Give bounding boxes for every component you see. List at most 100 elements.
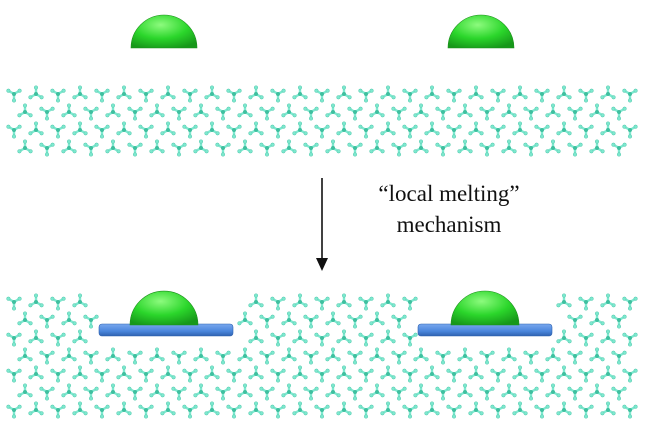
lattice-unit <box>589 347 605 362</box>
lattice-unit <box>369 383 385 398</box>
lattice-unit <box>39 106 55 121</box>
lattice-unit <box>325 311 341 326</box>
lattice-unit <box>314 404 330 419</box>
lattice-unit <box>501 103 517 118</box>
lattice-unit <box>270 296 286 311</box>
lattice-unit <box>391 386 407 401</box>
lattice-unit <box>259 142 275 157</box>
lattice-unit <box>446 124 462 139</box>
lattice-unit <box>545 383 561 398</box>
lattice-unit <box>6 88 22 103</box>
lattice-unit <box>28 365 44 380</box>
lattice-unit <box>622 296 638 311</box>
lattice-unit <box>270 88 286 103</box>
lattice-unit <box>556 401 572 416</box>
lattice-unit <box>347 106 363 121</box>
lattice-unit <box>138 404 154 419</box>
lattice-unit <box>446 404 462 419</box>
lattice-unit <box>468 365 484 380</box>
lattice-unit <box>611 314 627 329</box>
lattice-unit <box>281 311 297 326</box>
blue-disc-icon <box>417 323 553 337</box>
lattice-unit <box>600 365 616 380</box>
lattice-unit <box>534 368 550 383</box>
lattice-unit <box>336 401 352 416</box>
lattice-unit <box>380 293 396 308</box>
lattice-unit <box>325 347 341 362</box>
lattice-unit <box>28 329 44 344</box>
nanoparticle-right-after <box>450 290 520 326</box>
lattice-unit <box>446 368 462 383</box>
lattice-unit <box>171 106 187 121</box>
lattice-unit <box>215 350 231 365</box>
lattice-unit <box>468 401 484 416</box>
lattice-unit <box>468 121 484 136</box>
lattice-unit <box>512 121 528 136</box>
lattice-unit <box>556 329 572 344</box>
lattice-unit <box>226 404 242 419</box>
lattice-unit <box>534 124 550 139</box>
lattice-unit <box>6 124 22 139</box>
lattice-unit <box>556 85 572 100</box>
lattice-unit <box>523 386 539 401</box>
lattice-unit <box>413 139 429 154</box>
lattice-unit <box>248 85 264 100</box>
lattice-unit <box>6 368 22 383</box>
lattice-unit <box>622 404 638 419</box>
lattice-unit <box>501 347 517 362</box>
lattice-unit <box>556 365 572 380</box>
lattice-unit <box>545 347 561 362</box>
lattice-unit <box>292 293 308 308</box>
lattice-unit <box>545 139 561 154</box>
lattice-unit <box>61 347 77 362</box>
lattice-unit <box>567 142 583 157</box>
lattice-unit <box>94 404 110 419</box>
lattice-unit <box>380 85 396 100</box>
lattice-unit <box>501 139 517 154</box>
lattice-unit <box>149 139 165 154</box>
lattice-unit <box>50 332 66 347</box>
lattice-unit <box>347 314 363 329</box>
lattice-unit <box>182 404 198 419</box>
lattice-unit <box>259 350 275 365</box>
lattice-unit <box>567 314 583 329</box>
lattice-unit <box>468 85 484 100</box>
lattice-unit <box>402 88 418 103</box>
lattice-unit <box>248 401 264 416</box>
lattice-unit <box>28 293 44 308</box>
lattice-unit <box>578 124 594 139</box>
lattice-unit <box>248 293 264 308</box>
lattice-unit <box>28 401 44 416</box>
lattice-unit <box>578 404 594 419</box>
lattice-unit <box>171 142 187 157</box>
lattice-unit <box>325 139 341 154</box>
lattice-unit <box>611 386 627 401</box>
lattice-unit <box>622 332 638 347</box>
lattice-unit <box>358 332 374 347</box>
lattice-unit <box>358 88 374 103</box>
lattice-unit <box>369 139 385 154</box>
lattice-unit <box>105 103 121 118</box>
lattice-unit <box>512 401 528 416</box>
lattice-unit <box>94 368 110 383</box>
lattice-unit <box>402 404 418 419</box>
lattice-unit <box>116 365 132 380</box>
lattice-unit <box>611 142 627 157</box>
lattice-unit <box>314 332 330 347</box>
substrate-lattice-before <box>6 85 638 157</box>
lattice-unit <box>314 368 330 383</box>
lattice-unit <box>281 347 297 362</box>
lattice-unit <box>424 85 440 100</box>
lattice-unit <box>622 368 638 383</box>
caption-line-2: mechanism <box>396 212 502 237</box>
lattice-unit <box>39 350 55 365</box>
lattice-unit <box>358 124 374 139</box>
lattice-unit <box>369 103 385 118</box>
lattice-unit <box>523 106 539 121</box>
lattice-unit <box>578 296 594 311</box>
lattice-unit <box>303 350 319 365</box>
lattice-unit <box>292 329 308 344</box>
lattice-unit <box>17 311 33 326</box>
lattice-unit <box>435 106 451 121</box>
